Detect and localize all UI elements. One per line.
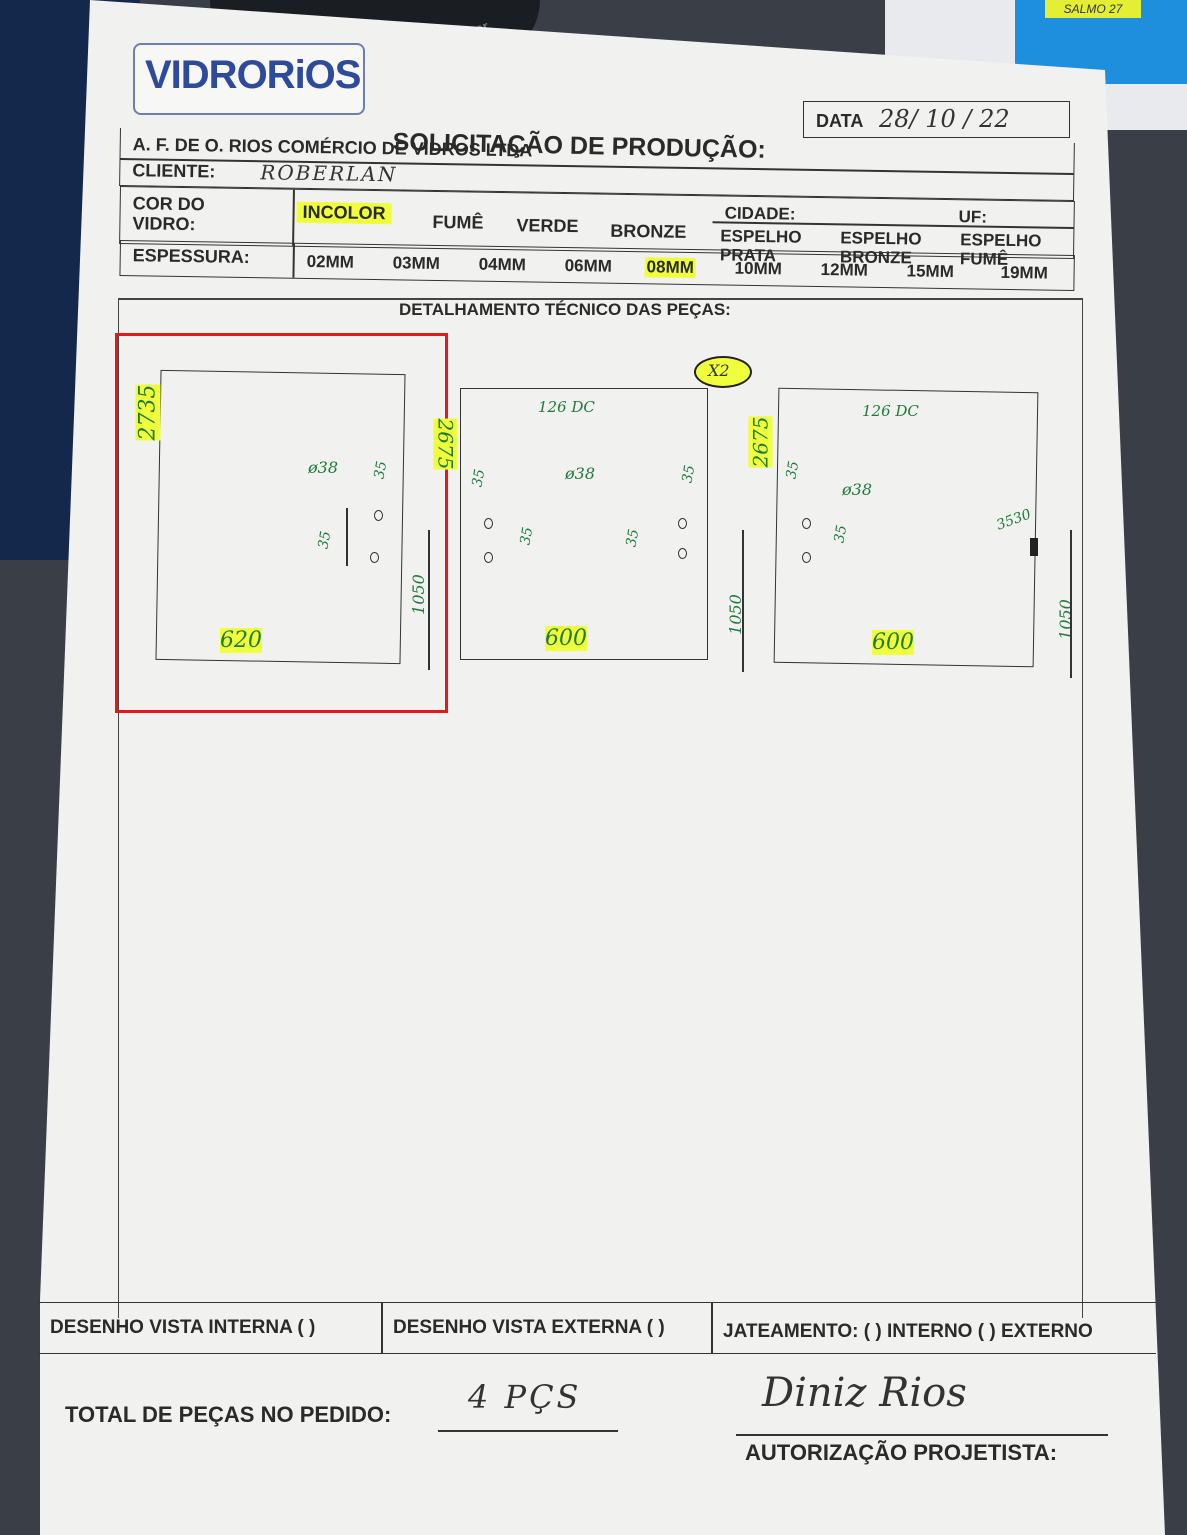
piece-2-note: 126 DC <box>538 398 595 416</box>
piece-1-hole: ø38 <box>308 458 338 477</box>
total-value: 4 PÇS <box>468 1378 582 1416</box>
piece-2-offset-b: 35 <box>517 525 537 547</box>
cidade-label: CIDADE: <box>724 203 796 224</box>
detail-title: DETALHAMENTO TÉCNICO DAS PEÇAS: <box>399 300 731 319</box>
signature: Diniz Rios <box>762 1370 967 1416</box>
piece-1-hole-bottom <box>370 552 379 563</box>
piece-2-hole: ø38 <box>565 464 595 483</box>
piece-2-hole-1 <box>484 518 493 529</box>
date-value: 28/ 10 / 22 <box>879 105 1010 133</box>
piece-1-dim-line <box>346 508 348 566</box>
piece-2-drawing <box>460 388 708 660</box>
company-name: A. F. DE O. RIOS COMÉRCIO DE VIDROS LTDA <box>132 134 533 161</box>
piece-2-width: 600 <box>545 626 587 651</box>
espessura-option-12mm[interactable]: 12MM <box>820 260 869 280</box>
cor-option-bronze[interactable]: BRONZE <box>610 220 687 242</box>
piece-3-handle-line <box>1070 530 1072 678</box>
order-form: A. F. DE O. RIOS COMÉRCIO DE VIDROS LTDA… <box>119 128 1075 298</box>
piece-1-width: 620 <box>220 628 262 653</box>
signature-line <box>736 1434 1108 1436</box>
espessura-option-04mm[interactable]: 04MM <box>478 254 527 275</box>
cor-option-verde[interactable]: VERDE <box>516 215 579 237</box>
espessura-option-08mm[interactable]: 08MM <box>644 257 697 279</box>
technical-detail-area: DETALHAMENTO TÉCNICO DAS PEÇAS: <box>118 298 1083 1318</box>
piece-2-offset-d: 35 <box>623 527 643 549</box>
piece-2-offset-c: 35 <box>679 463 699 485</box>
piece-2-height: 2675 <box>433 418 458 470</box>
espessura-option-06mm[interactable]: 06MM <box>564 255 613 276</box>
piece-3-offset-a: 35 <box>783 459 803 481</box>
vista-interna-option[interactable]: DESENHO VISTA INTERNA ( ) <box>50 1317 316 1338</box>
total-label: TOTAL DE PEÇAS NO PEDIDO: <box>65 1402 392 1427</box>
espessura-option-15mm[interactable]: 15MM <box>906 261 954 282</box>
jateamento-option[interactable]: JATEAMENTO: ( ) INTERNO ( ) EXTERNO <box>723 1321 1093 1342</box>
espessura-label: ESPESSURA: <box>132 245 250 268</box>
footer-options-row: DESENHO VISTA INTERNA ( ) DESENHO VISTA … <box>38 1302 1156 1354</box>
piece-2-offset-a: 35 <box>469 467 489 489</box>
vidrorios-logo: VIDRORiOS <box>133 43 365 115</box>
cliente-label: CLIENTE: <box>132 160 216 182</box>
espessura-option-02mm[interactable]: 02MM <box>306 251 355 272</box>
logo-text: VIDRORiOS <box>145 53 361 97</box>
piece-3-height: 2675 <box>748 416 773 468</box>
piece-2-handle-line <box>742 530 744 672</box>
piece-3-hole-2 <box>802 552 811 563</box>
piece-3-note: 126 DC <box>862 402 919 420</box>
vista-externa-option[interactable]: DESENHO VISTA EXTERNA ( ) <box>393 1317 665 1338</box>
cor-option-incolor[interactable]: INCOLOR <box>296 201 392 225</box>
production-form-paper <box>40 0 1165 1535</box>
piece-2-hole-4 <box>678 548 687 559</box>
cor-label: COR DO VIDRO: <box>132 193 205 235</box>
piece-3-handle-height: 1050 <box>1055 599 1075 640</box>
piece-1-hole-top <box>374 510 383 521</box>
espessura-option-10mm[interactable]: 10MM <box>734 258 783 279</box>
espessura-option-19mm[interactable]: 19MM <box>1000 262 1048 283</box>
piece-3-hole: ø38 <box>842 480 872 499</box>
piece-1-handle-line <box>428 530 430 670</box>
selection-highlight-box <box>115 333 448 713</box>
date-label: DATA <box>816 111 864 131</box>
piece-3-offset-b: 35 <box>831 523 851 545</box>
piece-3-lock-mark <box>1030 538 1038 556</box>
piece-3-hole-1 <box>802 518 811 529</box>
piece-2-hole-2 <box>484 552 493 563</box>
autorizacao-label: AUTORIZAÇÃO PROJETISTA: <box>745 1440 1058 1465</box>
sticker-label: SALMO 27 <box>1045 0 1141 18</box>
date-box: DATA 28/ 10 / 22 <box>803 101 1070 138</box>
cliente-value: ROBERLAN <box>260 160 398 187</box>
espessura-option-03mm[interactable]: 03MM <box>392 253 441 274</box>
uf-label: UF: <box>958 207 988 227</box>
piece-2-hole-3 <box>678 518 687 529</box>
total-line <box>438 1430 618 1432</box>
quantity-mark: X2 <box>694 356 752 388</box>
piece-3-width: 600 <box>872 630 914 655</box>
cor-option-fume[interactable]: FUMÊ <box>432 211 484 233</box>
